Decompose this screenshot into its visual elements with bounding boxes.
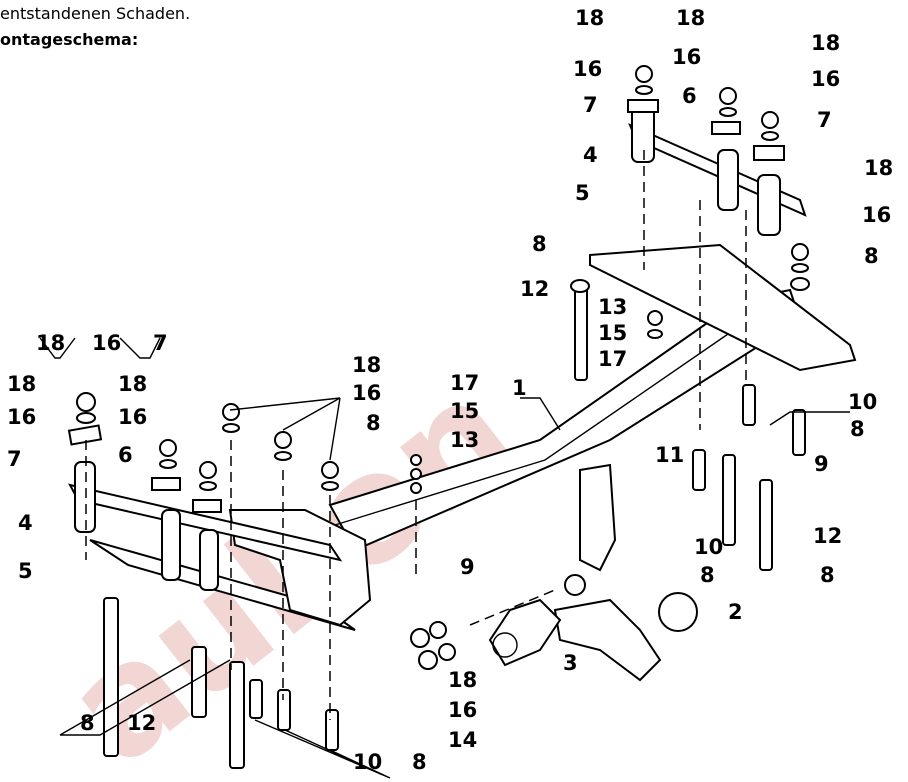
callout-label: 8 [412, 750, 427, 774]
callout-label: 6 [118, 443, 133, 467]
callout-label: 12 [813, 524, 842, 548]
header-title: ontageschema: [0, 30, 139, 49]
callout-label: 12 [520, 277, 549, 301]
callout-label: 18 [575, 6, 604, 30]
header-text-line: entstandenen Schaden. [0, 4, 191, 23]
callout-label: 5 [18, 559, 33, 583]
callout-label: 18 [676, 6, 705, 30]
callout-label: 6 [682, 84, 697, 108]
callout-label: 7 [7, 447, 22, 471]
callout-label: 16 [672, 45, 701, 69]
leader-lines [39, 337, 850, 779]
callout-label: 18 [118, 372, 147, 396]
callout-label: 4 [583, 143, 598, 167]
callout-label: 16 [7, 405, 36, 429]
callout-label: 10 [353, 750, 382, 774]
callout-label: 3 [563, 651, 578, 675]
callout-label: 18 [448, 668, 477, 692]
callout-label: 15 [450, 399, 479, 423]
callout-label: 16 [811, 67, 840, 91]
callout-label: 16 [352, 381, 381, 405]
nuts-and-washers [67, 65, 810, 670]
callout-label: 8 [532, 232, 547, 256]
callout-label: 16 [92, 331, 121, 355]
callout-label: 8 [80, 711, 95, 735]
callout-label: 10 [694, 535, 723, 559]
callout-label: 18 [36, 331, 65, 355]
callout-label: 9 [460, 555, 475, 579]
callout-label: 10 [848, 390, 877, 414]
callout-label: 7 [583, 93, 598, 117]
callout-label: 16 [118, 405, 147, 429]
callout-label: 2 [728, 600, 743, 624]
callout-label: 16 [448, 698, 477, 722]
bolts [103, 284, 806, 769]
callout-label: 18 [352, 353, 381, 377]
callout-label: 18 [864, 156, 893, 180]
callout-label: 7 [817, 108, 832, 132]
assembly-axes [85, 150, 747, 720]
callout-label: 8 [850, 417, 865, 441]
callout-label: 18 [811, 31, 840, 55]
left-mounting-plate [68, 483, 372, 631]
tow-ball-assembly [488, 463, 698, 682]
callout-label: 13 [598, 295, 627, 319]
spacer-tubes [74, 99, 781, 591]
callout-label: 11 [655, 443, 684, 467]
callout-label: 8 [700, 563, 715, 587]
callout-label: 9 [814, 452, 829, 476]
callout-label: 8 [366, 411, 381, 435]
callout-labels: 18 18 16 16 7 6 18 16 7 4 18 16 5 8 8 12… [7, 6, 893, 774]
callout-label: 17 [598, 347, 627, 371]
callout-label: 13 [450, 428, 479, 452]
callout-label: 14 [448, 728, 477, 752]
callout-label: 8 [864, 244, 879, 268]
callout-label: 16 [862, 203, 891, 227]
callout-label: 12 [127, 711, 156, 735]
callout-label: 7 [153, 331, 168, 355]
callout-label: 17 [450, 371, 479, 395]
callout-label: 8 [820, 563, 835, 587]
callout-label: 18 [7, 372, 36, 396]
callout-label: 5 [575, 181, 590, 205]
callout-label: 16 [573, 57, 602, 81]
callout-label: 4 [18, 511, 33, 535]
callout-label: 1 [512, 376, 527, 400]
callout-label: 15 [598, 321, 627, 345]
